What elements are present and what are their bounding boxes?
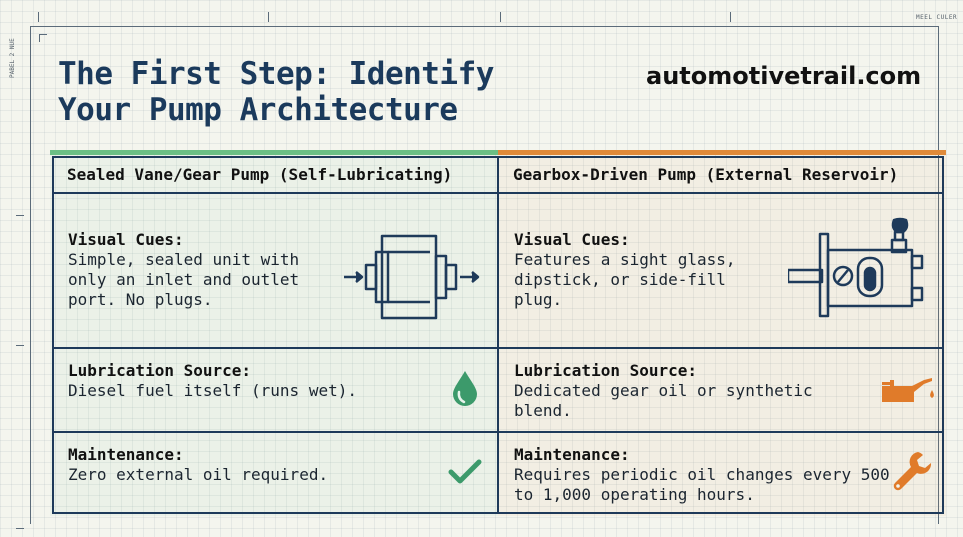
corner-label: MEEL CULER [916, 14, 958, 21]
frame-tick [16, 528, 24, 529]
site-name[interactable]: automotivetrail.com [646, 62, 922, 90]
gearbox-pump-icon [788, 217, 924, 318]
oil-can-icon [882, 378, 934, 402]
right-visual-cues-label: Visual Cues: [514, 230, 630, 249]
title-line-1: The First Step: Identify [58, 56, 494, 92]
frame-tick [39, 34, 40, 42]
row-divider [52, 192, 944, 194]
column-divider [497, 156, 499, 514]
comparison-table: Sealed Vane/Gear Pump (Self-Lubricating)… [50, 150, 946, 516]
right-column-tint [498, 150, 946, 516]
right-visual-cues-text: Features a sight glass, dipstick, or sid… [514, 250, 736, 309]
title-line-2: Your Pump Architecture [58, 92, 458, 128]
left-maintenance-text: Zero external oil required. [68, 465, 329, 484]
checkmark-icon [448, 459, 482, 484]
left-column-header: Sealed Vane/Gear Pump (Self-Lubricating) [67, 165, 453, 184]
sealed-pump-icon [344, 234, 480, 320]
frame-tick [16, 215, 24, 216]
right-lubrication-label: Lubrication Source: [514, 361, 698, 380]
left-column-tint [50, 150, 498, 516]
frame-tick [500, 12, 501, 22]
right-visual-cues: Visual Cues: Features a sight glass, dip… [514, 230, 764, 310]
row-divider [52, 431, 944, 433]
fuel-drop-icon [453, 371, 477, 406]
right-maintenance-text: Requires periodic oil changes every 500 … [514, 465, 890, 504]
frame-tick [39, 34, 47, 35]
row-divider [52, 347, 944, 349]
left-maintenance-label: Maintenance: [68, 445, 184, 464]
right-accent-bar [498, 150, 946, 155]
left-maintenance: Maintenance: Zero external oil required. [68, 445, 448, 485]
frame-tick [16, 345, 24, 346]
frame-right-line [938, 26, 939, 524]
left-lubrication-label: Lubrication Source: [68, 361, 252, 380]
wrench-icon [893, 452, 932, 491]
left-visual-cues-text: Simple, sealed unit with only an inlet a… [68, 250, 300, 309]
right-maintenance-label: Maintenance: [514, 445, 630, 464]
left-lubrication-text: Diesel fuel itself (runs wet). [68, 381, 357, 400]
left-visual-cues: Visual Cues: Simple, sealed unit with on… [68, 230, 328, 310]
right-maintenance: Maintenance: Requires periodic oil chang… [514, 445, 894, 505]
frame-top-line [30, 26, 938, 27]
right-lubrication-text: Dedicated gear oil or synthetic blend. [514, 381, 813, 420]
frame-left-line [30, 26, 31, 524]
frame-tick [730, 12, 731, 22]
side-label: PABEL 2 NUE [9, 38, 16, 78]
left-visual-cues-label: Visual Cues: [68, 230, 184, 249]
frame-tick [38, 12, 39, 22]
right-lubrication: Lubrication Source: Dedicated gear oil o… [514, 361, 864, 421]
frame-tick [268, 12, 269, 22]
left-lubrication: Lubrication Source: Diesel fuel itself (… [68, 361, 448, 401]
page-title: The First Step: Identify Your Pump Archi… [58, 56, 494, 128]
side-label-text: PABEL 2 NUE [9, 38, 16, 78]
right-column-header: Gearbox-Driven Pump (External Reservoir) [513, 165, 899, 184]
left-accent-bar [50, 150, 498, 155]
